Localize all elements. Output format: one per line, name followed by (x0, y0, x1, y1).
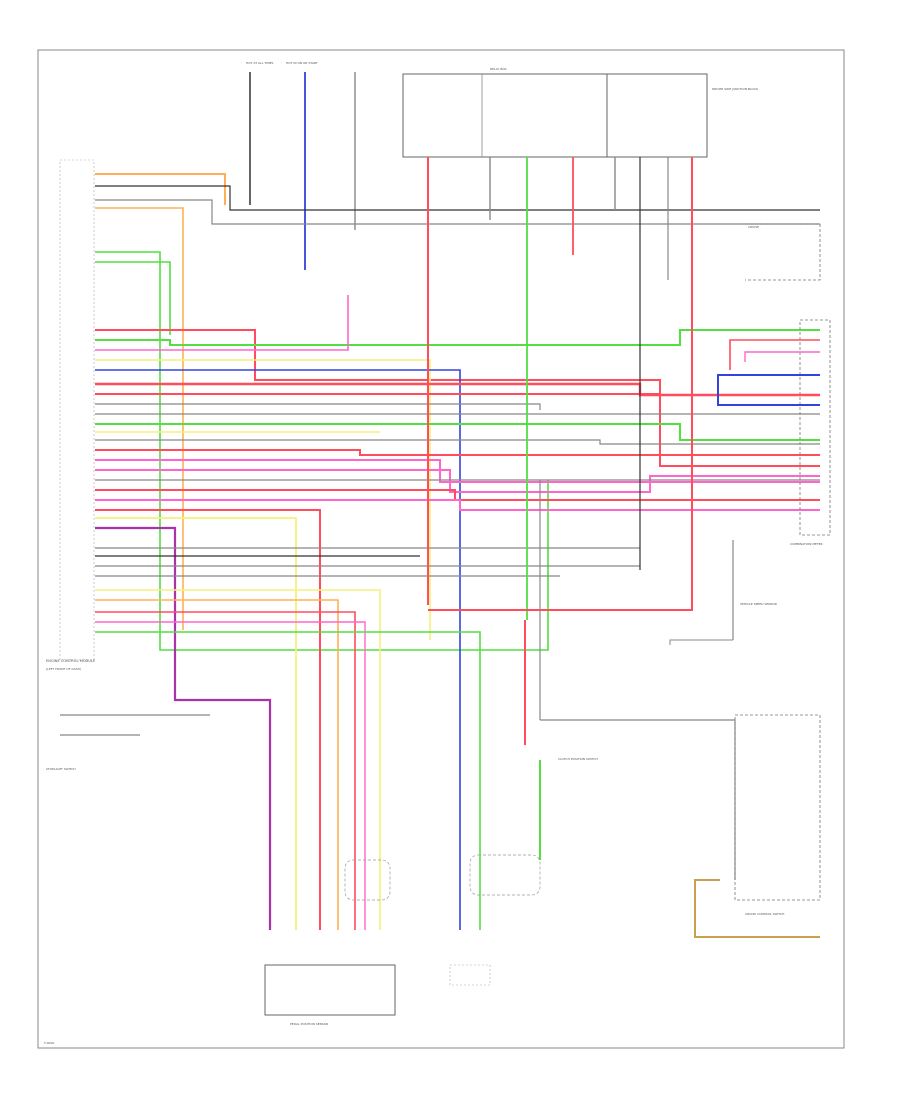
wire-green-g (95, 631, 481, 930)
vss-label: VEHICLE SPEED SENSOR (740, 602, 777, 606)
wire-gray-1 (95, 199, 820, 225)
wire-red-d (95, 449, 820, 456)
relay-box (402, 73, 608, 158)
clutch-switch-label: CLUTCH POSITION SWITCH (558, 757, 598, 761)
top-fuse-b-label: HOT IN ON OR START (286, 61, 318, 65)
pedal-sensor-connector (264, 964, 396, 1016)
mid-junction-dash-2 (344, 859, 391, 901)
wire-yellow-c (95, 517, 297, 930)
wire-red-a (95, 329, 820, 467)
junction-box-label: DRIVER SIDE JUNCTION BLOCK (712, 87, 759, 91)
meter-wire-red (729, 339, 820, 370)
cruise-control-switch (734, 714, 821, 901)
right-connector-dash (745, 223, 821, 281)
top-fuse-a-label: HOT AT ALL TIMES (246, 61, 274, 65)
wire-green-1 (95, 251, 549, 651)
junction-wire-red (428, 157, 693, 611)
wire-purple-a (95, 526, 272, 930)
right-connector-label: CRUISE (748, 225, 759, 229)
wire-orange-top (95, 173, 226, 205)
ecm-location-label: (LEFT FRONT OF DASH) (46, 667, 81, 671)
wire-gray-d (95, 439, 820, 445)
wire-pink-c (95, 469, 820, 493)
wire-orange-d (95, 599, 339, 930)
pedal-sensor-label: PEDAL POSITION SENSOR (290, 1022, 328, 1026)
combination-meter (799, 319, 831, 536)
wire-blue-a (95, 369, 461, 930)
mid-junction-dash (469, 854, 541, 896)
wire-black-1 (95, 185, 820, 211)
wire-green-a (95, 329, 820, 346)
wire-pink-d (95, 499, 820, 511)
ecm-label: ENGINE CONTROL MODULE (46, 659, 96, 663)
wire-pink-a (95, 295, 349, 351)
wire-red-g (95, 611, 356, 930)
cruise-switch-label: CRUISE CONTROL SWITCH (745, 912, 784, 916)
cruise-wire-gray (540, 719, 736, 880)
combination-meter-label: COMBINATION METER (790, 542, 823, 546)
ecm-wire-group (95, 173, 820, 930)
bottom-mid-connector (449, 964, 491, 986)
ecm-connector (59, 159, 95, 661)
relay-box-label: RELAY BOX (490, 67, 507, 71)
junction-box (606, 73, 708, 158)
vss-wire (669, 639, 733, 645)
diagram-border (37, 49, 845, 1049)
cruise-wire-tan (694, 879, 820, 938)
wire-red-f (95, 509, 321, 930)
meter-wire-pink (744, 351, 820, 362)
wire-yellow-d (95, 589, 381, 930)
wire-yellow-a (95, 359, 431, 640)
doc-code-label: T-0000 (43, 1041, 54, 1045)
stoplight-switch-label: STOPLIGHT SWITCH (46, 767, 76, 771)
wire-green-2 (95, 261, 171, 335)
wire-pink-g (95, 621, 366, 930)
meter-wire-blue (717, 374, 820, 406)
wire-green-b (95, 423, 820, 441)
wire-red-e (95, 489, 820, 501)
wire-gray-b (95, 403, 541, 410)
